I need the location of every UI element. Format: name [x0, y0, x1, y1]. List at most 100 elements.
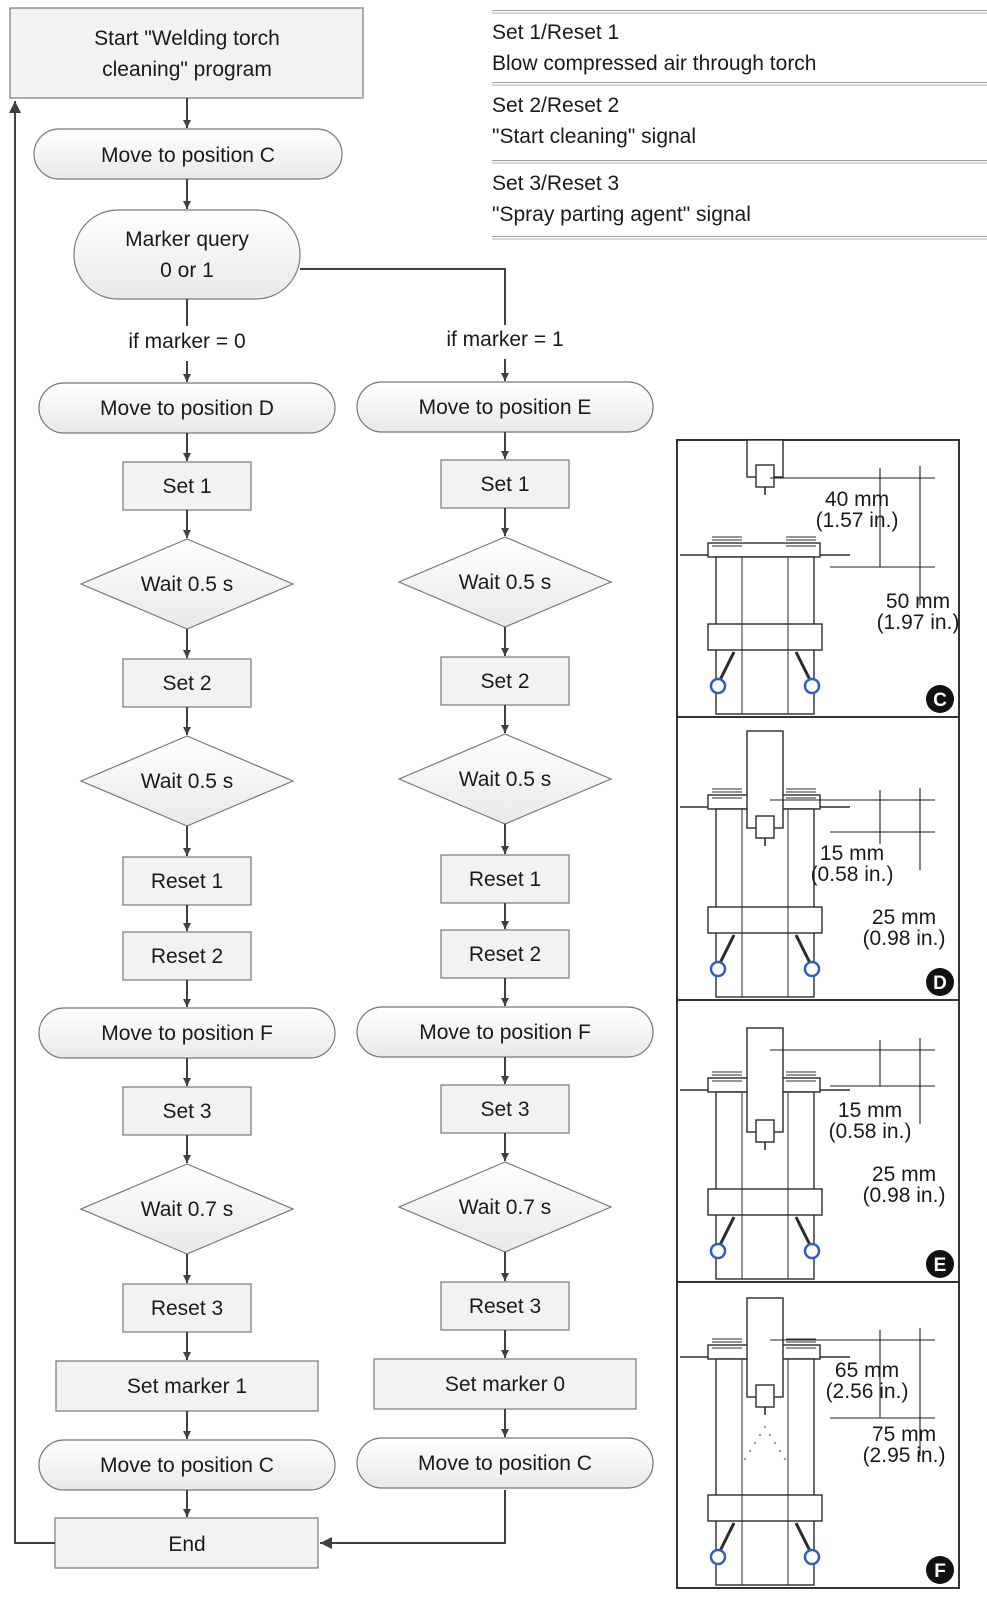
position-badge-label: E	[934, 1255, 947, 1276]
dimension-value-inches: (2.95 in.)	[863, 1444, 946, 1467]
spray-nozzle-icon	[803, 677, 821, 695]
dimension-value: 65 mm	[835, 1359, 899, 1382]
step-set-marker-right-label: Set marker 0	[445, 1373, 565, 1396]
dimension-value-inches: (0.58 in.)	[811, 863, 894, 886]
step-set-1-right	[440, 459, 570, 509]
dimension-value-inches: (1.97 in.)	[877, 611, 960, 634]
step-reset-2-left-label: Reset 2	[151, 945, 223, 968]
branch-label-right: if marker = 1	[446, 328, 563, 351]
panel-position-e: 15 mm(0.58 in.) 25 mm(0.98 in.) E	[677, 999, 959, 1280]
step-wait-right-label: Wait 0.7 s	[459, 1196, 552, 1219]
step-reset-3-right	[440, 1281, 570, 1331]
spray-nozzle-icon	[803, 960, 821, 978]
legend-item-1: Set 1/Reset 1 Blow compressed air throug…	[492, 17, 987, 79]
spray-nozzle-icon	[709, 1242, 727, 1260]
step-set-marker-left	[55, 1360, 319, 1412]
step-set-2-right	[440, 656, 570, 706]
end-label: End	[168, 1533, 205, 1556]
position-badge-label: D	[933, 973, 947, 994]
step-reset-1-left-label: Reset 1	[151, 870, 223, 893]
welding-torch-drawing	[746, 439, 784, 495]
branch-line-right	[300, 268, 506, 325]
start-label-line1: Start "Welding torch	[94, 27, 280, 50]
step-wait-left-label: Wait 0.5 s	[141, 573, 234, 596]
panel-frame	[676, 439, 960, 1589]
dimension-value-inches: (0.58 in.)	[829, 1120, 912, 1143]
position-badge	[926, 968, 954, 996]
dimension-lines	[770, 1038, 935, 1124]
step-move-to-position-c-right	[356, 1437, 654, 1489]
dimension-value: 25 mm	[872, 1163, 936, 1186]
welding-torch-drawing	[743, 1297, 787, 1461]
step-move-to-position-c-right-label: Move to position C	[418, 1452, 592, 1475]
dimension-lines	[770, 466, 935, 605]
legend-description: Blow compressed air through torch	[492, 52, 817, 75]
move-to-position-c-top-label: Move to position C	[101, 144, 275, 167]
position-badge	[926, 1250, 954, 1278]
dimension-value-inches: (2.56 in.)	[826, 1380, 909, 1403]
dimension-value: 40 mm	[825, 488, 889, 511]
step-reset-3-right-label: Reset 3	[469, 1295, 541, 1318]
start-box	[9, 7, 364, 99]
position-panels: 40 mm(1.57 in.)50 mm(1.97 in.)C15 mm(0.5…	[676, 439, 960, 1589]
spray-nozzle-icon	[709, 960, 727, 978]
position-badge	[926, 1556, 954, 1584]
marker-query-line1: Marker query	[125, 228, 249, 251]
step-reset-1-left	[122, 856, 252, 906]
step-set-2-right-label: Set 2	[480, 670, 529, 693]
step-wait-left-label: Wait 0.7 s	[141, 1198, 234, 1221]
cleaning-station-drawing	[680, 1338, 850, 1586]
legend-rule	[492, 82, 987, 86]
legend-description: "Spray parting agent" signal	[492, 203, 751, 226]
dimension-lines	[770, 1328, 935, 1456]
step-reset-2-right	[440, 929, 570, 979]
step-set-3-left-label: Set 3	[162, 1100, 211, 1123]
spray-nozzle-icon	[803, 1242, 821, 1260]
dimension-value: 15 mm	[838, 1099, 902, 1122]
step-set-marker-left-label: Set marker 1	[127, 1375, 247, 1398]
return-loop-arrow	[9, 101, 55, 1544]
marker-query-line2: 0 or 1	[160, 259, 214, 282]
dimension-value: 25 mm	[872, 906, 936, 929]
dimension-value-inches: (0.98 in.)	[863, 927, 946, 950]
dimension-value: 15 mm	[820, 842, 884, 865]
dimension-value-inches: (0.98 in.)	[863, 1184, 946, 1207]
step-reset-1-right	[440, 854, 570, 904]
cleaning-station-drawing	[680, 536, 850, 715]
step-move-to-position-f-right-label: Move to position F	[419, 1021, 591, 1044]
legend-title: Set 1/Reset 1	[492, 21, 620, 44]
panel-position-c: 40 mm(1.57 in.)50 mm(1.97 in.)C	[680, 439, 960, 715]
start-label-line2: cleaning" program	[102, 58, 272, 81]
position-badge-label: F	[934, 1561, 946, 1582]
step-set-1-right-label: Set 1	[480, 473, 529, 496]
dimension-value: 50 mm	[886, 590, 950, 613]
marker-query-box	[73, 209, 301, 300]
step-move-to-position-f-left-label: Move to position F	[101, 1022, 273, 1045]
legend-rule	[492, 10, 987, 14]
welding-torch-drawing	[746, 1027, 784, 1150]
legend-item-3: Set 3/Reset 3 "Spray parting agent" sign…	[492, 168, 987, 230]
dimension-lines	[770, 788, 935, 870]
legend-rule	[492, 160, 987, 164]
welding-torch-drawing	[746, 730, 784, 846]
step-set-2-left	[122, 658, 252, 708]
panel-position-f: 65 mm(2.56 in.)75 mm(2.95 in.)F	[677, 1281, 959, 1586]
position-badge	[926, 685, 954, 713]
step-wait-left-label: Wait 0.5 s	[141, 770, 234, 793]
step-set-1-left	[122, 461, 252, 511]
step-move-to-position-c-left-label: Move to position C	[100, 1454, 274, 1477]
legend-rule	[492, 236, 987, 240]
step-reset-2-right-label: Reset 2	[469, 943, 541, 966]
step-set-3-right-label: Set 3	[480, 1098, 529, 1121]
merge-arrow-right	[320, 1490, 506, 1549]
step-wait-right-label: Wait 0.5 s	[459, 571, 552, 594]
spray-nozzle-icon	[709, 677, 727, 695]
branch-label-left: if marker = 0	[128, 330, 245, 353]
step-reset-3-left-label: Reset 3	[151, 1297, 223, 1320]
step-set-2-left-label: Set 2	[162, 672, 211, 695]
position-badge-label: C	[933, 690, 947, 711]
legend-item-2: Set 2/Reset 2 "Start cleaning" signal	[492, 90, 987, 152]
